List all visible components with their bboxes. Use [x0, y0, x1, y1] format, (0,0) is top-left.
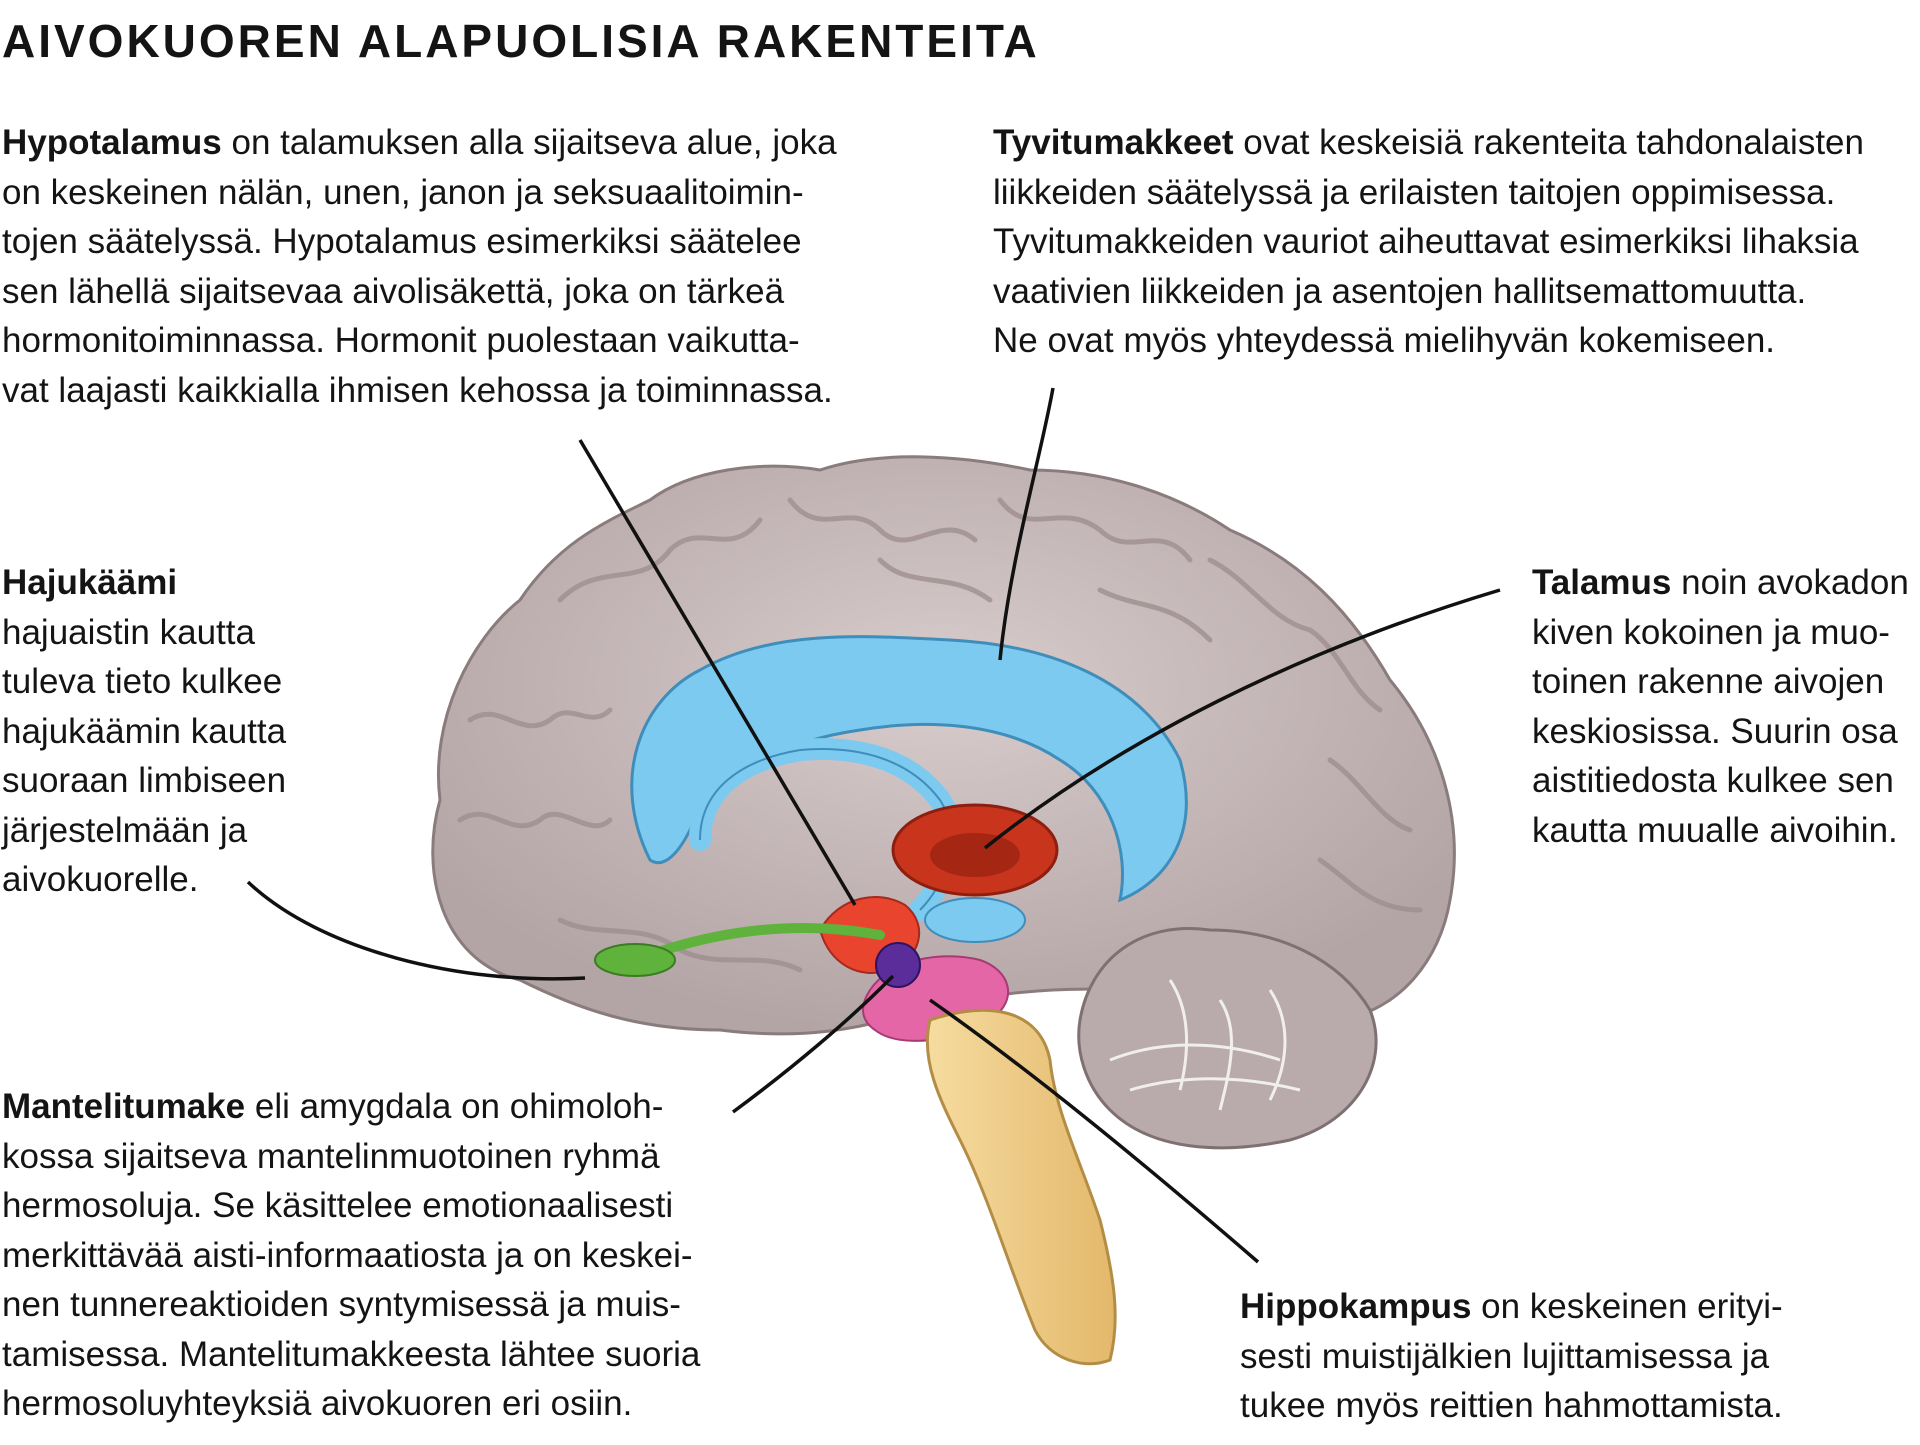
- label-mantelitumake: Mantelitumake eli amygdala on ohimoloh- …: [2, 1082, 752, 1429]
- text-line: hermosoluja. Se käsittelee emotionaalise…: [2, 1186, 674, 1225]
- text-line: on keskeinen nälän, unen, janon ja seksu…: [2, 172, 804, 212]
- text-line: Ne ovat myös yhteydessä mielihyvän kokem…: [993, 321, 1776, 360]
- text-line: noin avokadon: [1671, 563, 1909, 602]
- cerebellum: [1077, 927, 1378, 1150]
- text-line: eli amygdala on ohimoloh-: [245, 1087, 664, 1126]
- text-line: liikkeiden säätelyssä ja erilaisten tait…: [993, 172, 1836, 212]
- label-hypotalamus: Hypotalamus on talamuksen alla sijaitsev…: [2, 118, 882, 415]
- text-line: on talamuksen alla sijaitseva alue, joka: [221, 123, 837, 162]
- thalamus-inner: [930, 833, 1020, 877]
- text-line: järjestelmään ja: [2, 810, 248, 850]
- label-talamus: Talamus noin avokadon kiven kokoinen ja …: [1532, 558, 1920, 855]
- text-line: vat laajasti kaikkialla ihmisen kehossa …: [2, 370, 833, 410]
- page-title: AIVOKUOREN ALAPUOLISIA RAKENTEITA: [2, 15, 1040, 67]
- leader-line-talamus: [983, 588, 1501, 850]
- brainstem: [925, 1008, 1117, 1366]
- caudate-tail: [924, 897, 1026, 943]
- text-line: Tyvitumakkeiden vauriot aiheuttavat esim…: [993, 222, 1859, 261]
- term-hajukaami: Hajukäämi: [2, 563, 178, 602]
- text-line: keskiosissa. Suurin osa: [1532, 711, 1898, 751]
- label-tyvitumakkeet: Tyvitumakkeet ovat keskeisiä rakenteita …: [993, 118, 1918, 366]
- text-line: kossa sijaitseva mantelinmuotoinen ryhmä: [2, 1136, 660, 1176]
- label-hajukaami: Hajukäämi hajuaistin kautta tuleva tieto…: [2, 558, 332, 905]
- cerebellum-folia: [1109, 979, 1301, 1111]
- text-line: on keskeinen erityi-: [1471, 1287, 1783, 1326]
- gyri-texture: [457, 497, 1423, 973]
- term-tyvitumakkeet: Tyvitumakkeet: [993, 123, 1234, 162]
- leader-line-tyvitumakkeet: [998, 387, 1055, 661]
- text-line: hermosoluyhteyksiä aivokuoren eri osiin.: [2, 1384, 633, 1423]
- olfactory-bulb: [594, 943, 676, 977]
- leader-lines: [246, 387, 1501, 1264]
- text-line: kautta muualle aivoihin.: [1532, 810, 1898, 850]
- text-line: aistitiedosta kulkee sen: [1532, 761, 1894, 800]
- olfactory-tract: [645, 922, 885, 960]
- term-talamus: Talamus: [1532, 563, 1672, 602]
- label-hippokampus: Hippokampus on keskeinen erityi- sesti m…: [1240, 1282, 1880, 1431]
- text-line: hajuaistin kautta: [2, 612, 255, 652]
- text-line: hajukäämin kautta: [2, 711, 287, 751]
- leader-line-hypotalamus: [578, 439, 857, 906]
- term-hippokampus: Hippokampus: [1240, 1287, 1472, 1326]
- leader-line-hajukaami: [246, 880, 586, 981]
- text-line: merkittävää aisti-informaatiosta ja on k…: [2, 1235, 693, 1275]
- text-line: vaativien liikkeiden ja asentojen hallit…: [993, 271, 1807, 311]
- text-line: tuleva tieto kulkee: [2, 662, 283, 701]
- term-mantelitumake: Mantelitumake: [2, 1087, 246, 1126]
- cerebral-cortex: [431, 455, 1456, 1036]
- text-line: suoraan limbiseen: [2, 761, 287, 800]
- text-line: kiven kokoinen ja muo-: [1532, 612, 1890, 652]
- text-line: sesti muistijälkien lujittamisessa ja: [1240, 1336, 1770, 1376]
- text-line: sen lähellä sijaitsevaa aivolisäkettä, j…: [2, 271, 785, 311]
- text-line: ovat keskeisiä rakenteita tahdonalaisten: [1233, 123, 1864, 162]
- leader-line-mantelitumake: [731, 974, 895, 1114]
- text-line: tojen säätelyssä. Hypotalamus esimerkiks…: [2, 222, 802, 261]
- amygdala: [875, 942, 921, 988]
- text-line: nen tunnereaktioiden syntymisessä ja mui…: [2, 1285, 681, 1324]
- text-line: tukee myös reittien hahmottamista.: [1240, 1386, 1783, 1425]
- text-line: hormonitoiminnassa. Hormonit puolestaan …: [2, 321, 800, 360]
- text-line: aivokuorelle.: [2, 860, 199, 899]
- leader-line-hippokampus: [928, 998, 1260, 1264]
- term-hypotalamus: Hypotalamus: [2, 123, 222, 162]
- text-line: toinen rakenne aivojen: [1532, 662, 1885, 701]
- text-line: tamisessa. Mantelitumakkeesta lähtee suo…: [2, 1334, 701, 1374]
